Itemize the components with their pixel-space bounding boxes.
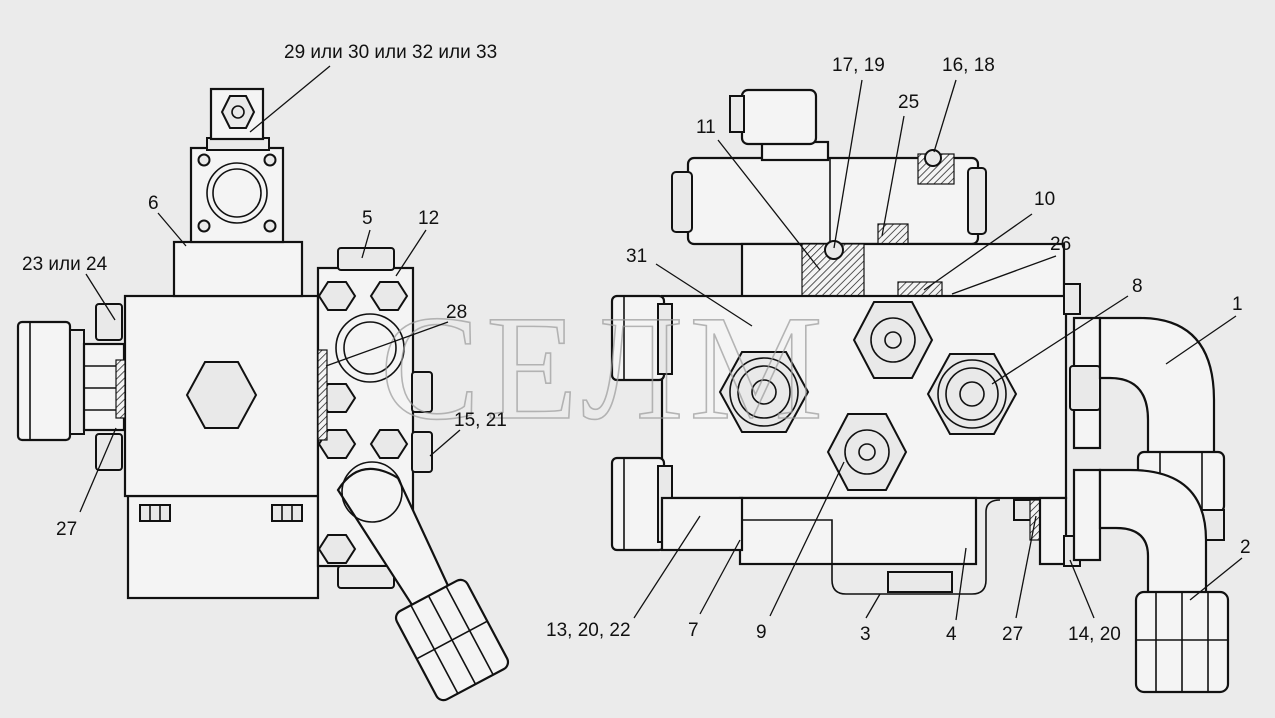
label-14-20: 14, 20 (1068, 624, 1121, 645)
lower-bolt-heads (139, 504, 303, 522)
part-6-housing (172, 240, 304, 298)
label-17-19: 17, 19 (832, 55, 885, 76)
label-9: 9 (756, 622, 767, 643)
label-28: 28 (446, 302, 467, 323)
bottom-left-block (660, 496, 744, 552)
label-16-18: 16, 18 (942, 55, 995, 76)
label-6: 6 (148, 193, 159, 214)
label-31: 31 (626, 246, 647, 267)
label-25: 25 (898, 92, 919, 113)
label-8: 8 (1132, 276, 1143, 297)
part-labels: 29 или 30 или 32 или 33 6 23 или 24 5 12… (22, 42, 1251, 645)
label-27-right: 27 (1002, 624, 1023, 645)
label-5: 5 (362, 208, 373, 229)
label-27-left: 27 (56, 519, 77, 540)
angled-hose (336, 461, 510, 702)
face-fittings (718, 301, 1018, 491)
leader-lines (79, 65, 1243, 621)
label-12: 12 (418, 208, 439, 229)
hose-fittings (1063, 283, 1230, 694)
label-23-24: 23 или 24 (22, 254, 108, 275)
label-29-30-32-33: 29 или 30 или 32 или 33 (284, 42, 497, 63)
right-view (610, 88, 1230, 694)
label-26: 26 (1050, 234, 1071, 255)
label-3: 3 (860, 624, 871, 645)
connector-screws (197, 153, 277, 233)
label-2: 2 (1240, 537, 1251, 558)
bottom-block (738, 496, 978, 566)
label-7: 7 (688, 620, 699, 641)
watermark: СЕЛМ (380, 285, 829, 451)
bracket-3 (681, 498, 1001, 595)
center-hex-nut (185, 361, 258, 429)
label-1: 1 (1232, 294, 1243, 315)
label-4: 4 (946, 624, 957, 645)
label-11: 11 (696, 117, 716, 138)
solenoid (671, 88, 987, 246)
label-10: 10 (1034, 189, 1055, 210)
label-13-20-22: 13, 20, 22 (546, 620, 631, 641)
label-15-21: 15, 21 (454, 410, 507, 431)
